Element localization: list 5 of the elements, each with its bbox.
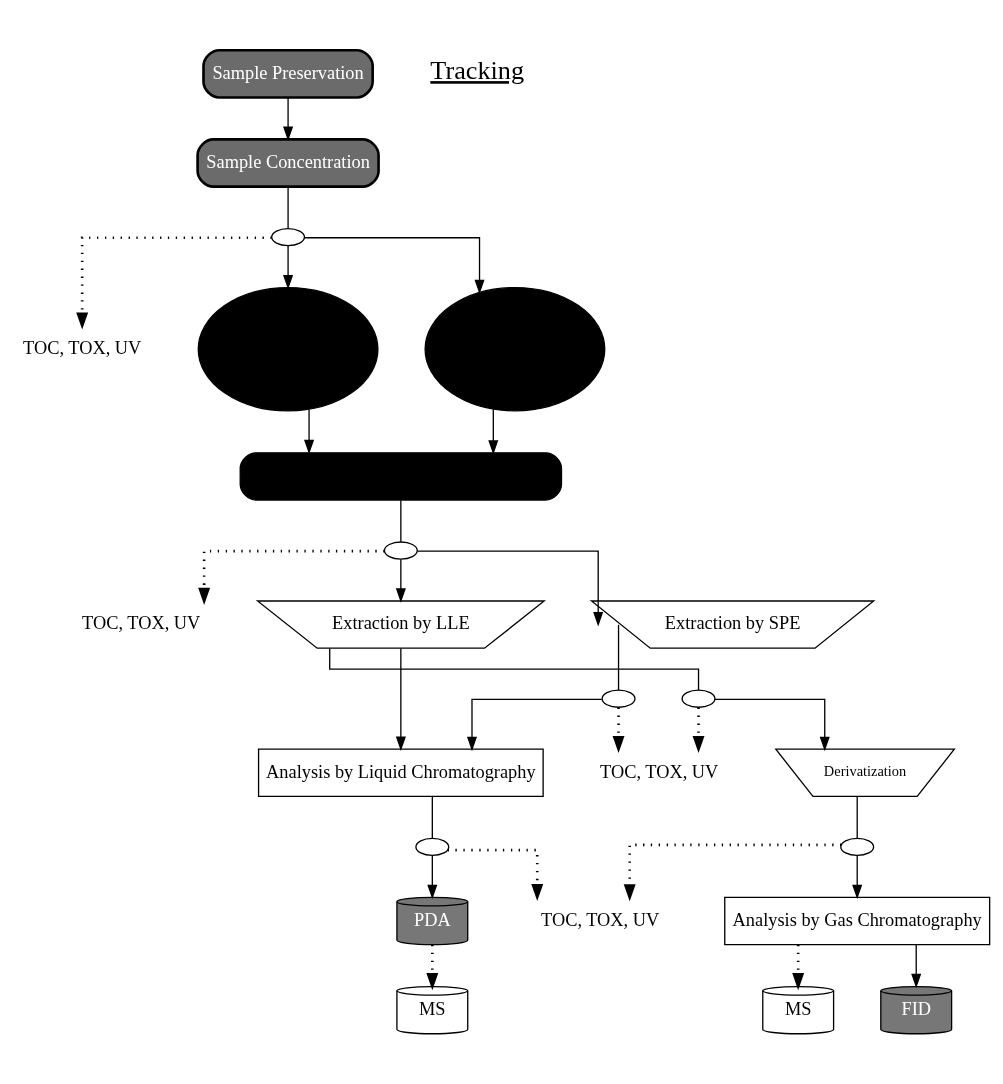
node-text: TOC, TOX, UV	[600, 761, 719, 782]
label: Tracking	[430, 56, 525, 86]
node-text: TOC, TOX, UV	[541, 909, 660, 930]
node-text: TOC, TOX, UV	[82, 613, 201, 634]
node-text: TOC, TOX, UV	[23, 338, 142, 359]
